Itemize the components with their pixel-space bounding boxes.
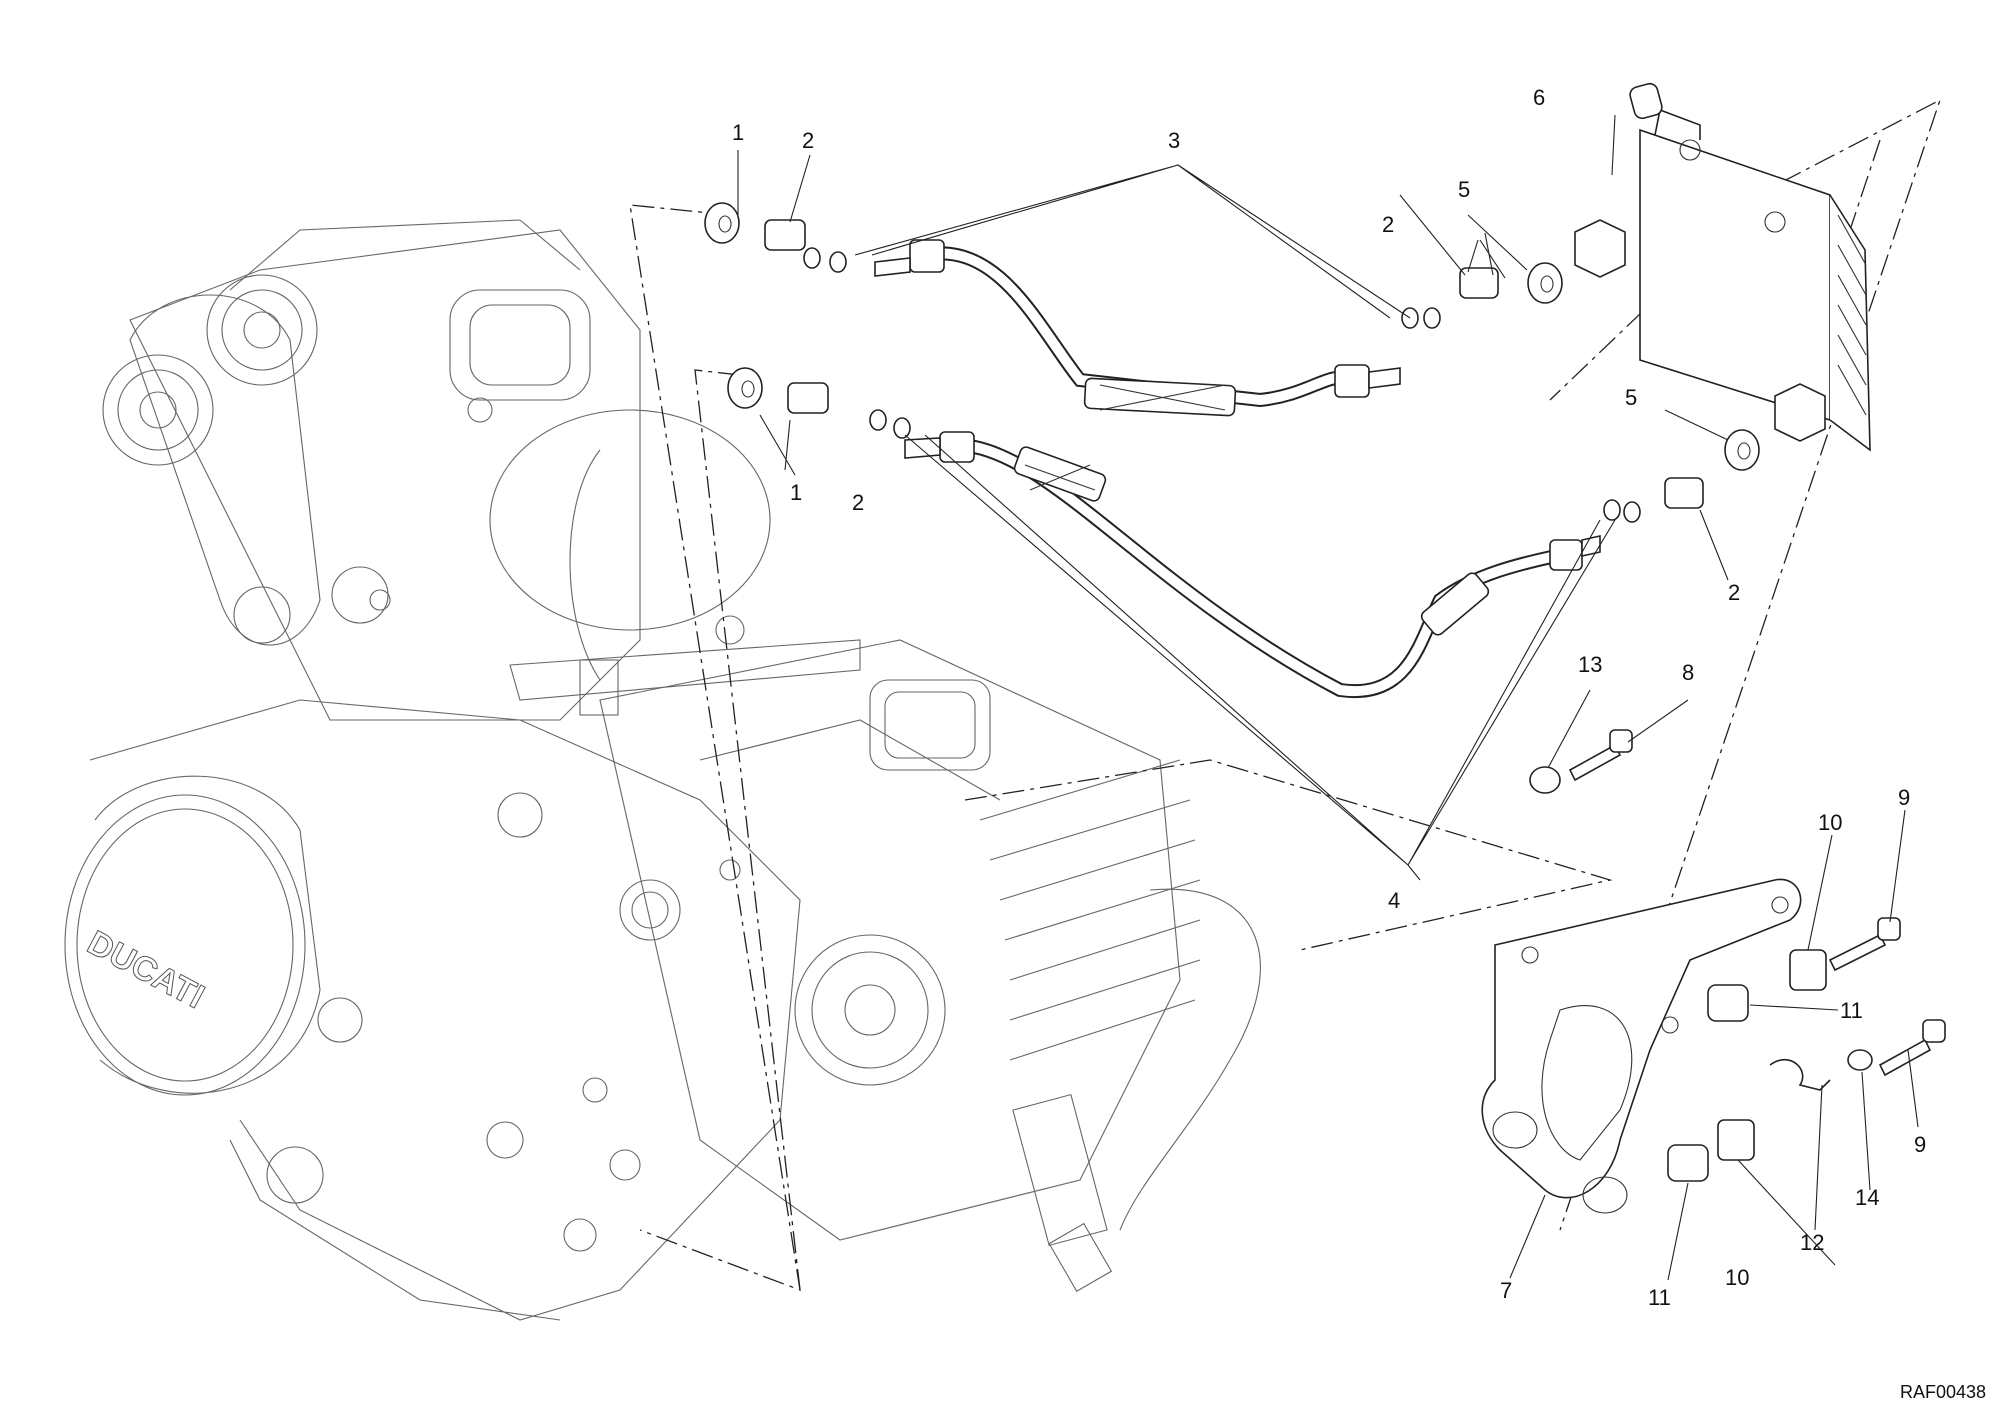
engine-cover-logo: DUCATI: [81, 924, 210, 1017]
callout-2-top: 2: [802, 128, 814, 153]
callout-5-top: 5: [1458, 177, 1470, 202]
callout-2-right: 2: [1728, 580, 1740, 605]
callout-10-top: 10: [1818, 810, 1842, 835]
callout-11-bottom: 11: [1648, 1285, 1671, 1310]
callout-9-bottom: 9: [1914, 1132, 1926, 1157]
callout-13: 13: [1578, 652, 1602, 677]
callout-8: 8: [1682, 660, 1694, 685]
callout-10-bottom: 10: [1725, 1265, 1749, 1290]
callout-9-top: 9: [1898, 785, 1910, 810]
callouts: 1 2 3 6 5 2 1 2 5 2 13 8 4 10 9 11 9 14 …: [732, 85, 1926, 1310]
callout-1-top: 1: [732, 120, 744, 145]
callout-7: 7: [1500, 1278, 1512, 1303]
callout-6: 6: [1533, 85, 1545, 110]
callout-3: 3: [1168, 128, 1180, 153]
callout-12: 12: [1800, 1230, 1824, 1255]
callout-11-right: 11: [1840, 998, 1863, 1023]
callout-1-mid: 1: [790, 480, 802, 505]
callout-14: 14: [1855, 1185, 1879, 1210]
fittings: [704, 202, 1946, 1214]
oil-cooler: [1574, 82, 1871, 452]
callout-2-mid: 2: [852, 490, 864, 515]
leader-lines: [737, 114, 1919, 1281]
callout-2-right-top: 2: [1382, 212, 1394, 237]
callout-5-right: 5: [1625, 385, 1637, 410]
lower-oil-hose: [904, 431, 1601, 699]
upper-oil-hose: [874, 239, 1401, 417]
drawing-code: RAF00438: [1900, 1382, 1986, 1402]
callout-4: 4: [1388, 888, 1400, 913]
